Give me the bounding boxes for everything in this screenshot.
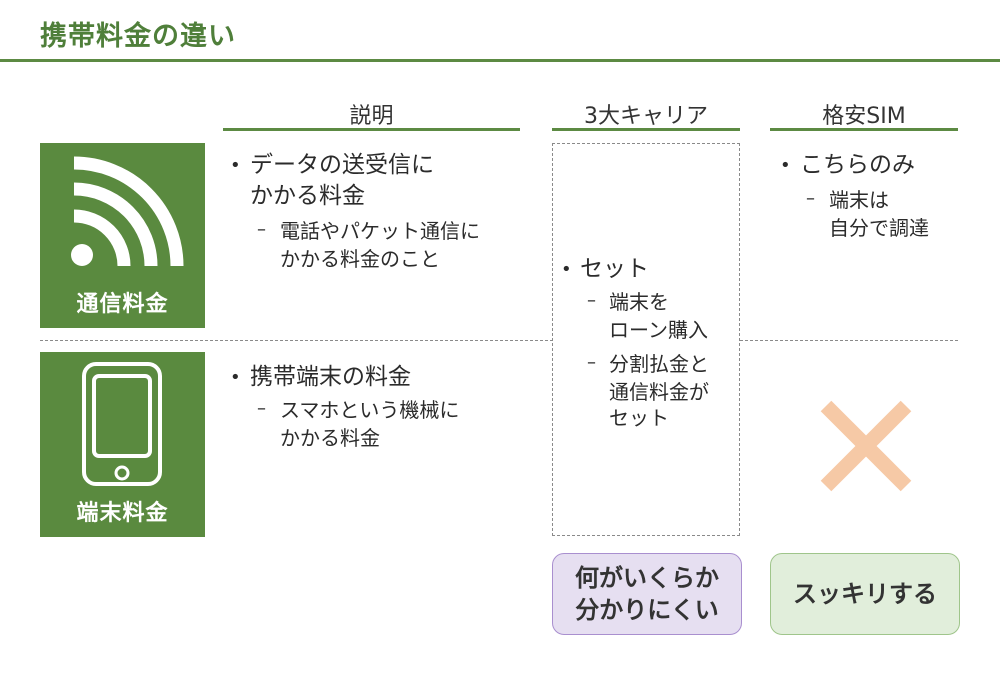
carrier-details-box	[552, 143, 740, 536]
communication-fee-box: 通信料金	[40, 143, 205, 328]
cross-icon	[820, 400, 912, 492]
bullet-dot: •	[230, 155, 241, 176]
column-header-carrier: 3大キャリア	[584, 104, 708, 129]
sub-dash: –	[257, 398, 266, 419]
carrier-callout-line-2: 分かりにくい	[575, 596, 719, 624]
communication-explanation-line-1: データの送受信に	[250, 152, 434, 178]
cheap-sim-sub-line-1: 端末は	[829, 188, 889, 212]
bullet-dot: •	[230, 367, 241, 388]
cheap-sim-main: こちらのみ	[800, 152, 915, 178]
row-divider	[40, 340, 958, 341]
carrier-sub-a-line-2: ローン購入	[609, 318, 708, 342]
cheap-sim-callout: スッキリする	[770, 553, 960, 635]
title-underline	[0, 59, 1000, 62]
wifi-signal-icon	[71, 156, 184, 267]
column-header-cheap-sim: 格安SIM	[822, 104, 906, 129]
communication-sub-line-1: 電話やパケット通信に	[280, 219, 480, 243]
bullet-dot: •	[561, 259, 572, 280]
carrier-sub-b-line-3: セット	[609, 406, 669, 430]
sub-dash: –	[587, 352, 596, 373]
sub-dash: –	[587, 290, 596, 311]
cheap-sim-sub-line-2: 自分で調達	[829, 216, 929, 240]
sub-dash: –	[257, 219, 266, 240]
sub-dash: –	[806, 188, 815, 209]
carrier-sub-b-line-1: 分割払金と	[609, 352, 709, 376]
page-title: 携帯料金の違い	[40, 21, 236, 52]
column-rule-carrier	[552, 128, 740, 131]
communication-explanation-line-2: かかる料金	[250, 183, 365, 209]
smartphone-icon	[82, 362, 162, 486]
device-fee-box: 端末料金	[40, 352, 205, 537]
carrier-callout-line-1: 何がいくらか	[575, 564, 719, 592]
carrier-sub-a-line-1: 端末を	[609, 290, 669, 314]
device-explanation-main: 携帯端末の料金	[250, 364, 411, 390]
column-header-explanation: 説明	[349, 104, 394, 129]
device-sub-line-1: スマホという機械に	[280, 398, 460, 422]
carrier-main: セット	[580, 256, 649, 282]
communication-fee-label: 通信料金	[76, 292, 169, 317]
device-fee-label: 端末料金	[76, 501, 169, 526]
carrier-callout: 何がいくらか 分かりにくい	[552, 553, 742, 635]
carrier-sub-b-line-2: 通信料金が	[609, 380, 709, 404]
column-rule-explanation	[223, 128, 520, 131]
bullet-dot: •	[780, 155, 791, 176]
column-rule-cheap-sim	[770, 128, 958, 131]
communication-sub-line-2: かかる料金のこと	[280, 247, 440, 271]
device-sub-line-2: かかる料金	[280, 426, 380, 450]
